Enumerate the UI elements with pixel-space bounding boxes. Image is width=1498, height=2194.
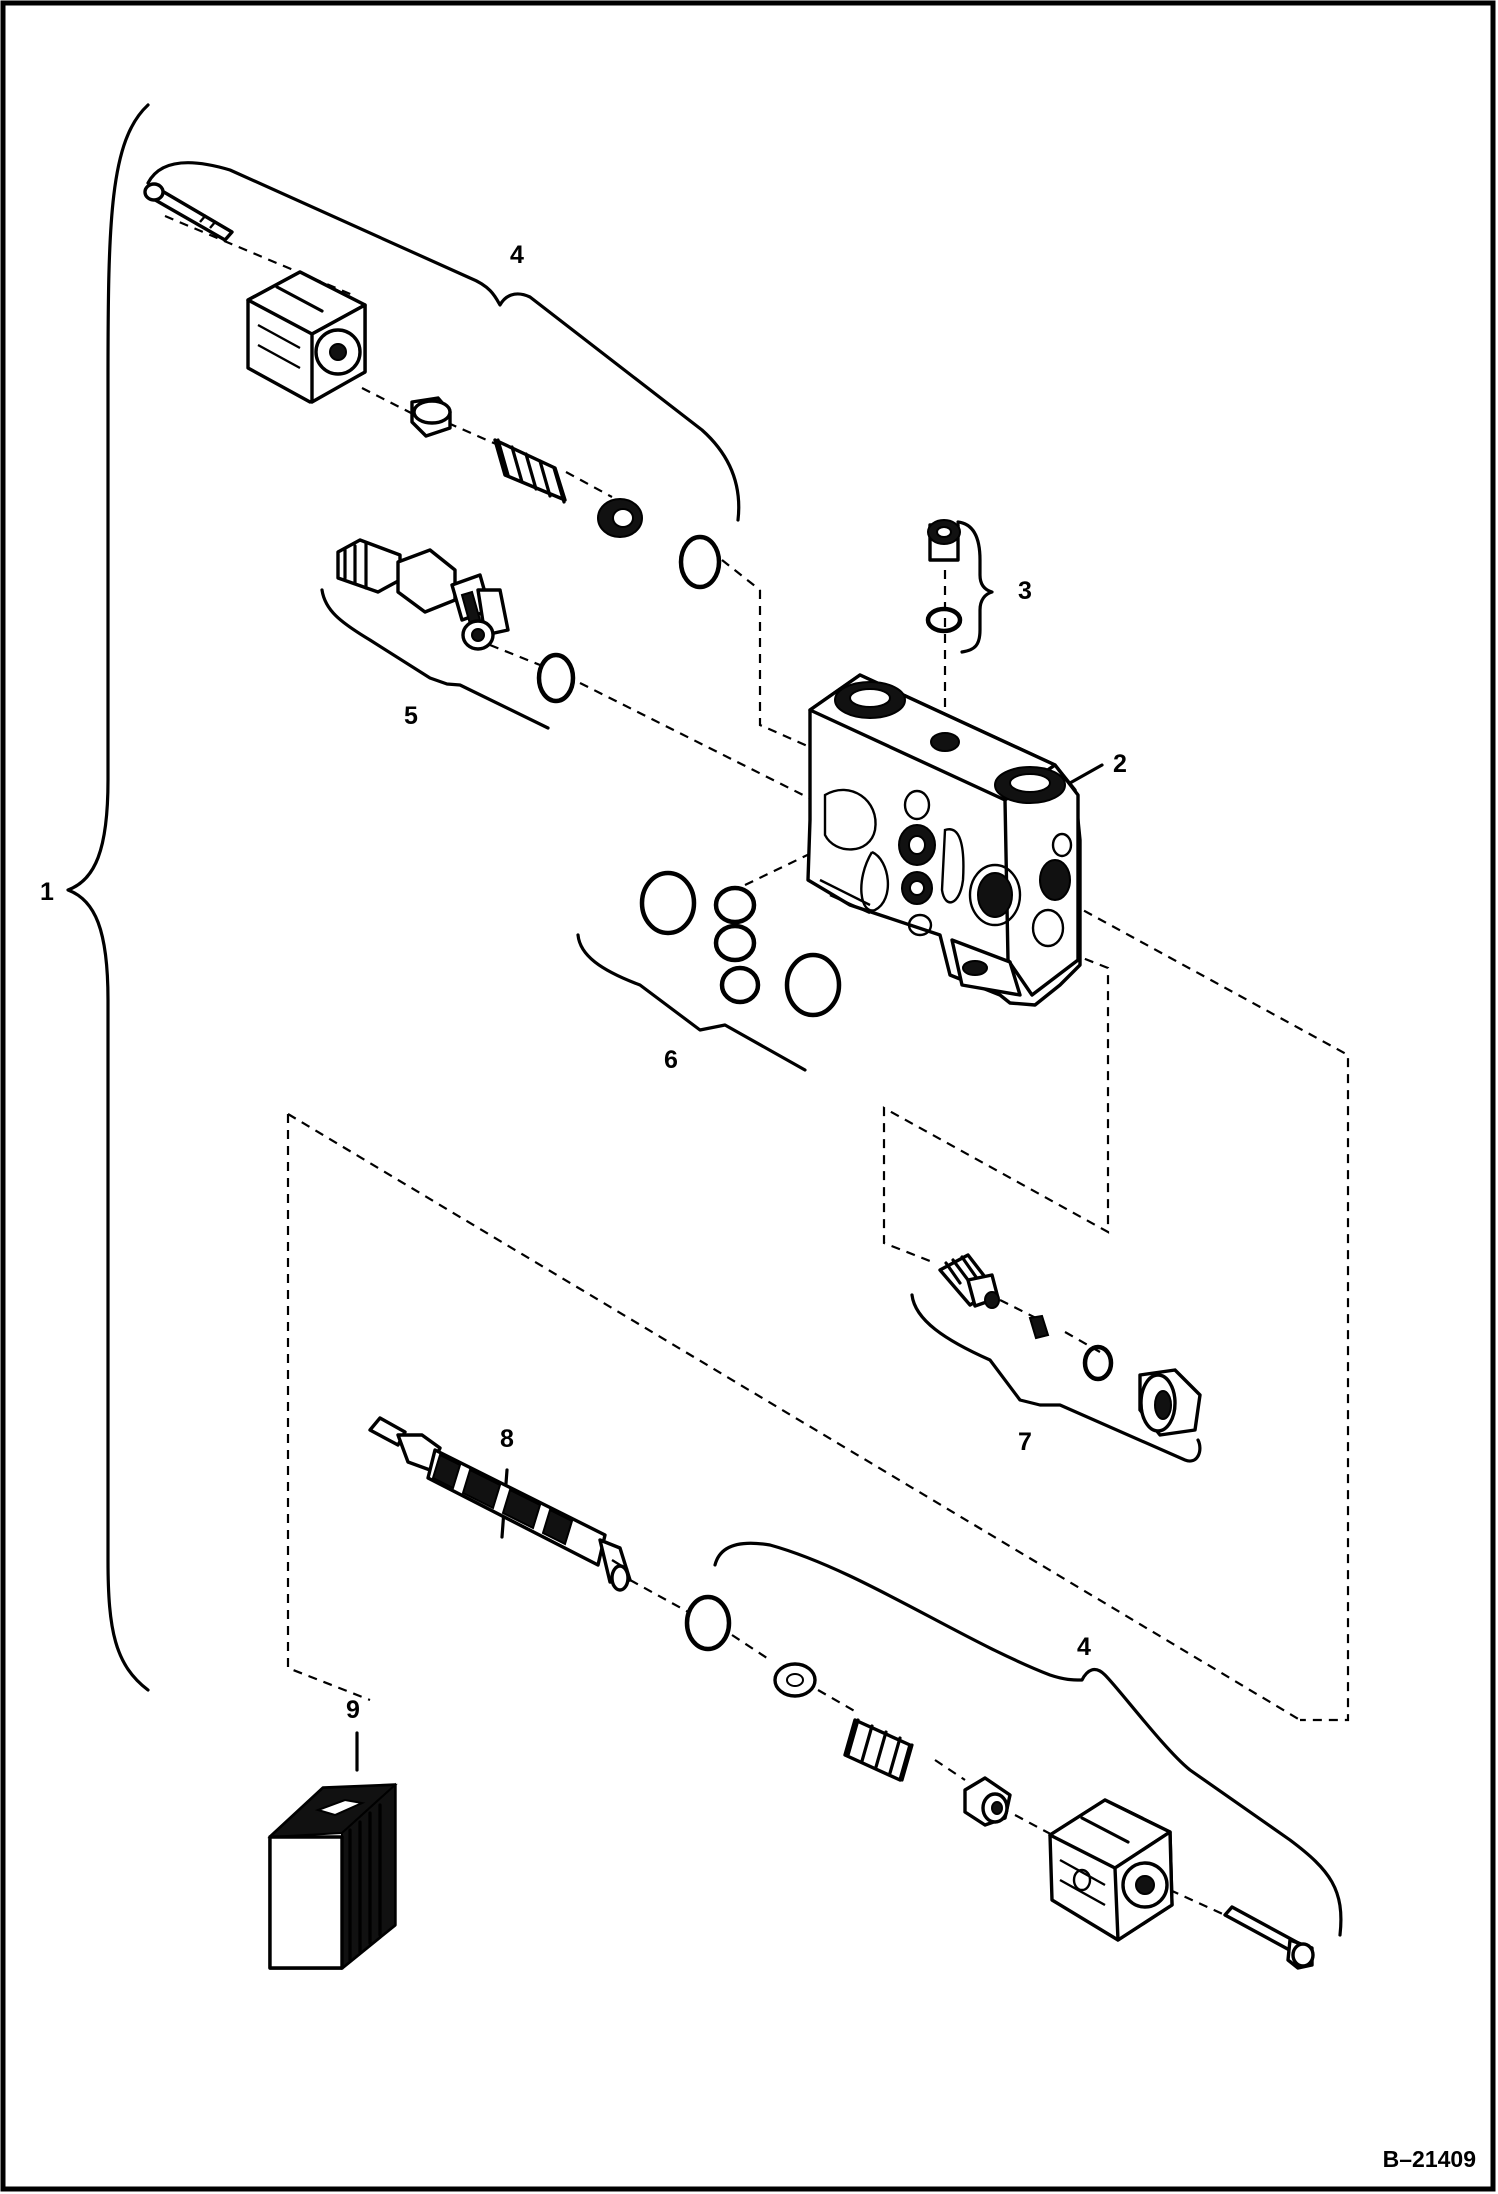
- valve-body: [806, 673, 1082, 1007]
- callout-1: 1: [40, 878, 54, 906]
- brace-4-top: [146, 161, 741, 522]
- group-braces: [66, 103, 1343, 1937]
- dashed-alignment-lines: [164, 214, 1350, 1917]
- spring-cap-top: [246, 270, 367, 404]
- plug-assembly: [925, 519, 963, 634]
- brace-6: [576, 933, 807, 1072]
- relief-valve-cartridge: [336, 538, 510, 651]
- top-cap-assembly: [143, 182, 722, 590]
- callout-numbers: 1 2 3 4 4 5 6 7 8 9 B–21409: [40, 241, 1476, 2172]
- callout-3: 3: [1018, 577, 1032, 605]
- brace-1: [66, 103, 150, 1692]
- check-valve-set: [938, 1253, 1202, 1437]
- o-ring-relief: [536, 652, 576, 704]
- callout-2: 2: [1113, 750, 1127, 778]
- brace-7: [910, 1293, 1202, 1463]
- callout-6: 6: [664, 1046, 678, 1074]
- spring-seat-bottom: [963, 1776, 1012, 1827]
- spring-top: [493, 438, 567, 504]
- callout-4-top: 4: [510, 241, 524, 269]
- washer-top: [597, 498, 643, 538]
- figure-reference: B–21409: [1383, 2146, 1476, 2172]
- brace-4-bottom: [713, 1541, 1343, 1937]
- bolt-bottom: [1223, 1905, 1315, 1970]
- callout-7: 7: [1018, 1428, 1032, 1456]
- spring-bottom: [843, 1718, 914, 1782]
- bolt-top: [143, 182, 234, 242]
- o-ring-set: [639, 870, 842, 1018]
- spring-cap-bottom: [1048, 1798, 1174, 1942]
- decal-kit: [267, 1782, 398, 1971]
- callout-9: 9: [346, 1696, 360, 1724]
- callout-5: 5: [404, 702, 418, 730]
- callout-8: 8: [500, 1425, 514, 1453]
- spring-seat-top: [410, 396, 452, 438]
- bottom-cap-assembly: [684, 1594, 1315, 1970]
- brace-3: [956, 520, 994, 654]
- o-ring-top: [678, 534, 722, 590]
- o-ring-bottom: [684, 1594, 732, 1652]
- spool: [368, 1416, 632, 1592]
- washer-bottom: [773, 1662, 817, 1698]
- callout-4-bottom: 4: [1077, 1633, 1091, 1661]
- brace-5: [320, 588, 550, 730]
